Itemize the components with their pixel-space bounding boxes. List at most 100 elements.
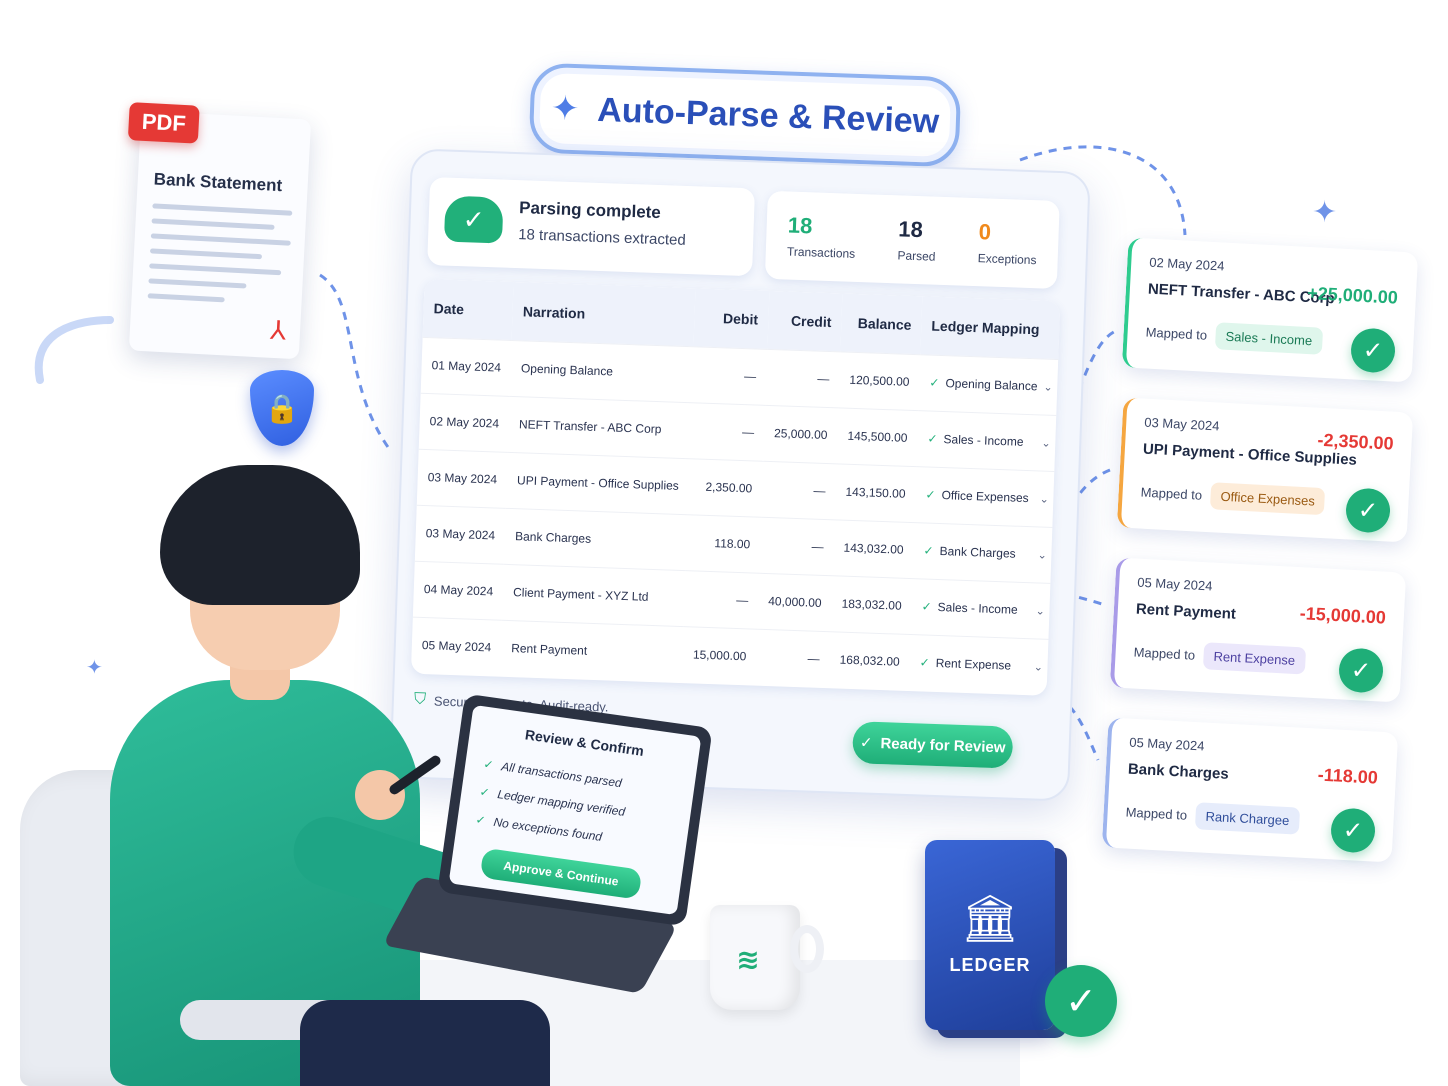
- acrobat-icon: ⅄: [269, 314, 287, 346]
- cell-balance: 143,032.00: [832, 519, 915, 579]
- card-date: 03 May 2024: [1143, 414, 1220, 434]
- cell-narration: Client Payment - XYZ Ltd: [502, 563, 686, 627]
- check-icon: ✓: [929, 375, 940, 390]
- pdf-badge: PDF: [127, 102, 200, 144]
- check-icon: ✓: [1344, 487, 1392, 534]
- check-icon: ✓: [919, 655, 930, 670]
- check-icon: ✓: [921, 599, 932, 614]
- ledger-pill[interactable]: Office Expenses: [1209, 482, 1326, 516]
- bank-statement-document: PDF Bank Statement ⅄: [127, 102, 312, 360]
- cell-debit: 15,000.00: [681, 626, 758, 685]
- check-icon: ✓: [927, 431, 938, 446]
- mug-handle: [790, 925, 824, 973]
- chevron-down-icon[interactable]: ⌄: [1037, 548, 1048, 562]
- laptop-screen: Review & Confirm ✓All transactions parse…: [437, 693, 713, 927]
- cell-ledger-mapping[interactable]: ✓Bank Charges⌄: [912, 522, 1058, 584]
- parsing-status-card: ✓ Parsing complete 18 transactions extra…: [427, 177, 756, 277]
- column-header-balance[interactable]: Balance: [857, 314, 912, 333]
- stat-value: 18: [787, 212, 813, 239]
- check-icon: ✓: [1337, 647, 1385, 694]
- chevron-down-icon[interactable]: ⌄: [1043, 381, 1053, 394]
- cell-credit: 40,000.00: [757, 572, 833, 632]
- cell-balance: 183,032.00: [830, 575, 913, 635]
- title-banner: ✦ Auto-Parse & Review: [528, 62, 962, 168]
- mapping-label: Office Expenses: [941, 488, 1029, 506]
- check-icon: ✓: [474, 812, 487, 828]
- card-mapped-label: Mapped to: [1140, 484, 1203, 503]
- cell-debit: 118.00: [685, 514, 762, 573]
- shield-check-icon: ⛉: [413, 690, 427, 709]
- mapping-card[interactable]: 05 May 2024 Bank Charges -118.00 Mapped …: [1101, 717, 1399, 863]
- chevron-down-icon[interactable]: ⌄: [1035, 604, 1046, 618]
- chevron-down-icon[interactable]: ⌄: [1041, 437, 1051, 450]
- column-header-credit[interactable]: Credit: [790, 312, 832, 330]
- cell-narration: Rent Payment: [500, 619, 684, 683]
- cell-narration: Opening Balance: [510, 339, 694, 403]
- stat-value: 18: [897, 216, 924, 243]
- card-title: Bank Charges: [1127, 760, 1230, 783]
- ledger-pill[interactable]: Rent Expense: [1202, 642, 1306, 675]
- cell-date: 05 May 2024: [410, 616, 503, 676]
- stat-parsed: 18 Parsed: [897, 216, 937, 263]
- status-title: Parsing complete: [518, 198, 662, 223]
- cell-balance: 145,500.00: [836, 407, 919, 467]
- chevron-down-icon[interactable]: ⌄: [1039, 492, 1050, 506]
- sparkle-icon: ✦: [1312, 196, 1338, 229]
- mapping-label: Sales - Income: [943, 432, 1024, 449]
- transactions-table: Date Narration Debit Credit Balance Ledg…: [410, 278, 1061, 696]
- cell-date: 01 May 2024: [420, 336, 512, 396]
- check-icon: ✓: [478, 784, 491, 800]
- cell-date: 03 May 2024: [416, 448, 509, 508]
- check-icon: ✓: [1329, 807, 1377, 854]
- cell-ledger-mapping[interactable]: ✓Opening Balance⌄: [918, 354, 1061, 416]
- column-header-debit[interactable]: Debit: [722, 310, 759, 328]
- approve-continue-button[interactable]: Approve & Continue: [479, 847, 643, 900]
- ledger-pill[interactable]: Sales - Income: [1214, 322, 1323, 355]
- cell-ledger-mapping[interactable]: ✓ Sales - Income ⌄: [916, 410, 1061, 472]
- chevron-down-icon[interactable]: ⌄: [1033, 661, 1044, 674]
- card-amount: -2,350.00: [1317, 429, 1395, 454]
- coffee-mug: [710, 905, 800, 1010]
- mapping-label: Rent Expense: [935, 656, 1012, 673]
- column-header-date[interactable]: Date: [433, 299, 465, 318]
- mapping-label: Sales - Income: [937, 599, 1018, 617]
- check-icon: ✓: [923, 543, 934, 558]
- document-title: Bank Statement: [153, 169, 283, 196]
- cell-balance: 168,032.00: [828, 631, 911, 691]
- cell-date: 02 May 2024: [418, 392, 511, 452]
- cell-date: 03 May 2024: [414, 504, 507, 564]
- card-date: 05 May 2024: [1128, 734, 1205, 754]
- check-icon: ✓: [482, 756, 495, 773]
- cell-narration: UPI Payment - Office Supplies: [506, 451, 690, 515]
- cell-debit: 2,350.00: [687, 458, 764, 517]
- status-subtitle: 18 transactions extracted: [517, 226, 687, 249]
- cell-credit: —: [755, 628, 831, 688]
- card-date: 02 May 2024: [1148, 254, 1225, 274]
- cell-narration: Bank Charges: [504, 507, 688, 571]
- cell-ledger-mapping[interactable]: ✓ Office Expenses ⌄: [914, 466, 1060, 528]
- mapping-card[interactable]: 05 May 2024 Rent Payment -15,000.00 Mapp…: [1109, 557, 1407, 703]
- ready-for-review-button[interactable]: ✓ Ready for Review: [852, 721, 1014, 769]
- check-icon: ✓: [925, 487, 936, 502]
- stat-transactions: 18 Transactions: [787, 213, 857, 261]
- ledger-pill[interactable]: Rank Chargee: [1194, 802, 1300, 835]
- cell-credit: —: [759, 516, 835, 576]
- cloud-check-icon: ✓: [443, 195, 504, 244]
- cell-ledger-mapping[interactable]: ✓ Sales - Income ⌄: [910, 578, 1056, 640]
- stat-label: Parsed: [897, 248, 936, 264]
- mapping-card[interactable]: 03 May 2024 UPI Payment - Office Supplie…: [1116, 397, 1414, 543]
- person-hair: [160, 465, 360, 605]
- card-mapped-label: Mapped to: [1145, 324, 1208, 343]
- cell-ledger-mapping[interactable]: ✓ Rent Expense ⌄: [908, 634, 1054, 696]
- checklist-label: All transactions parsed: [500, 759, 623, 791]
- card-title: Rent Payment: [1135, 600, 1237, 623]
- column-header-ledger-mapping[interactable]: Ledger Mapping: [931, 317, 1040, 338]
- ledger-book: 🏛 LEDGER: [925, 840, 1055, 1030]
- stat-value: 0: [978, 219, 992, 245]
- sparkle-icon: ✦: [550, 89, 581, 129]
- mapping-card[interactable]: 02 May 2024 NEFT Transfer - ABC Corp +25…: [1121, 237, 1419, 383]
- column-header-narration[interactable]: Narration: [522, 303, 586, 322]
- sparkle-icon: ✦: [86, 657, 103, 679]
- stat-exceptions: 0 Exceptions: [978, 219, 1038, 267]
- cell-debit: —: [683, 570, 760, 629]
